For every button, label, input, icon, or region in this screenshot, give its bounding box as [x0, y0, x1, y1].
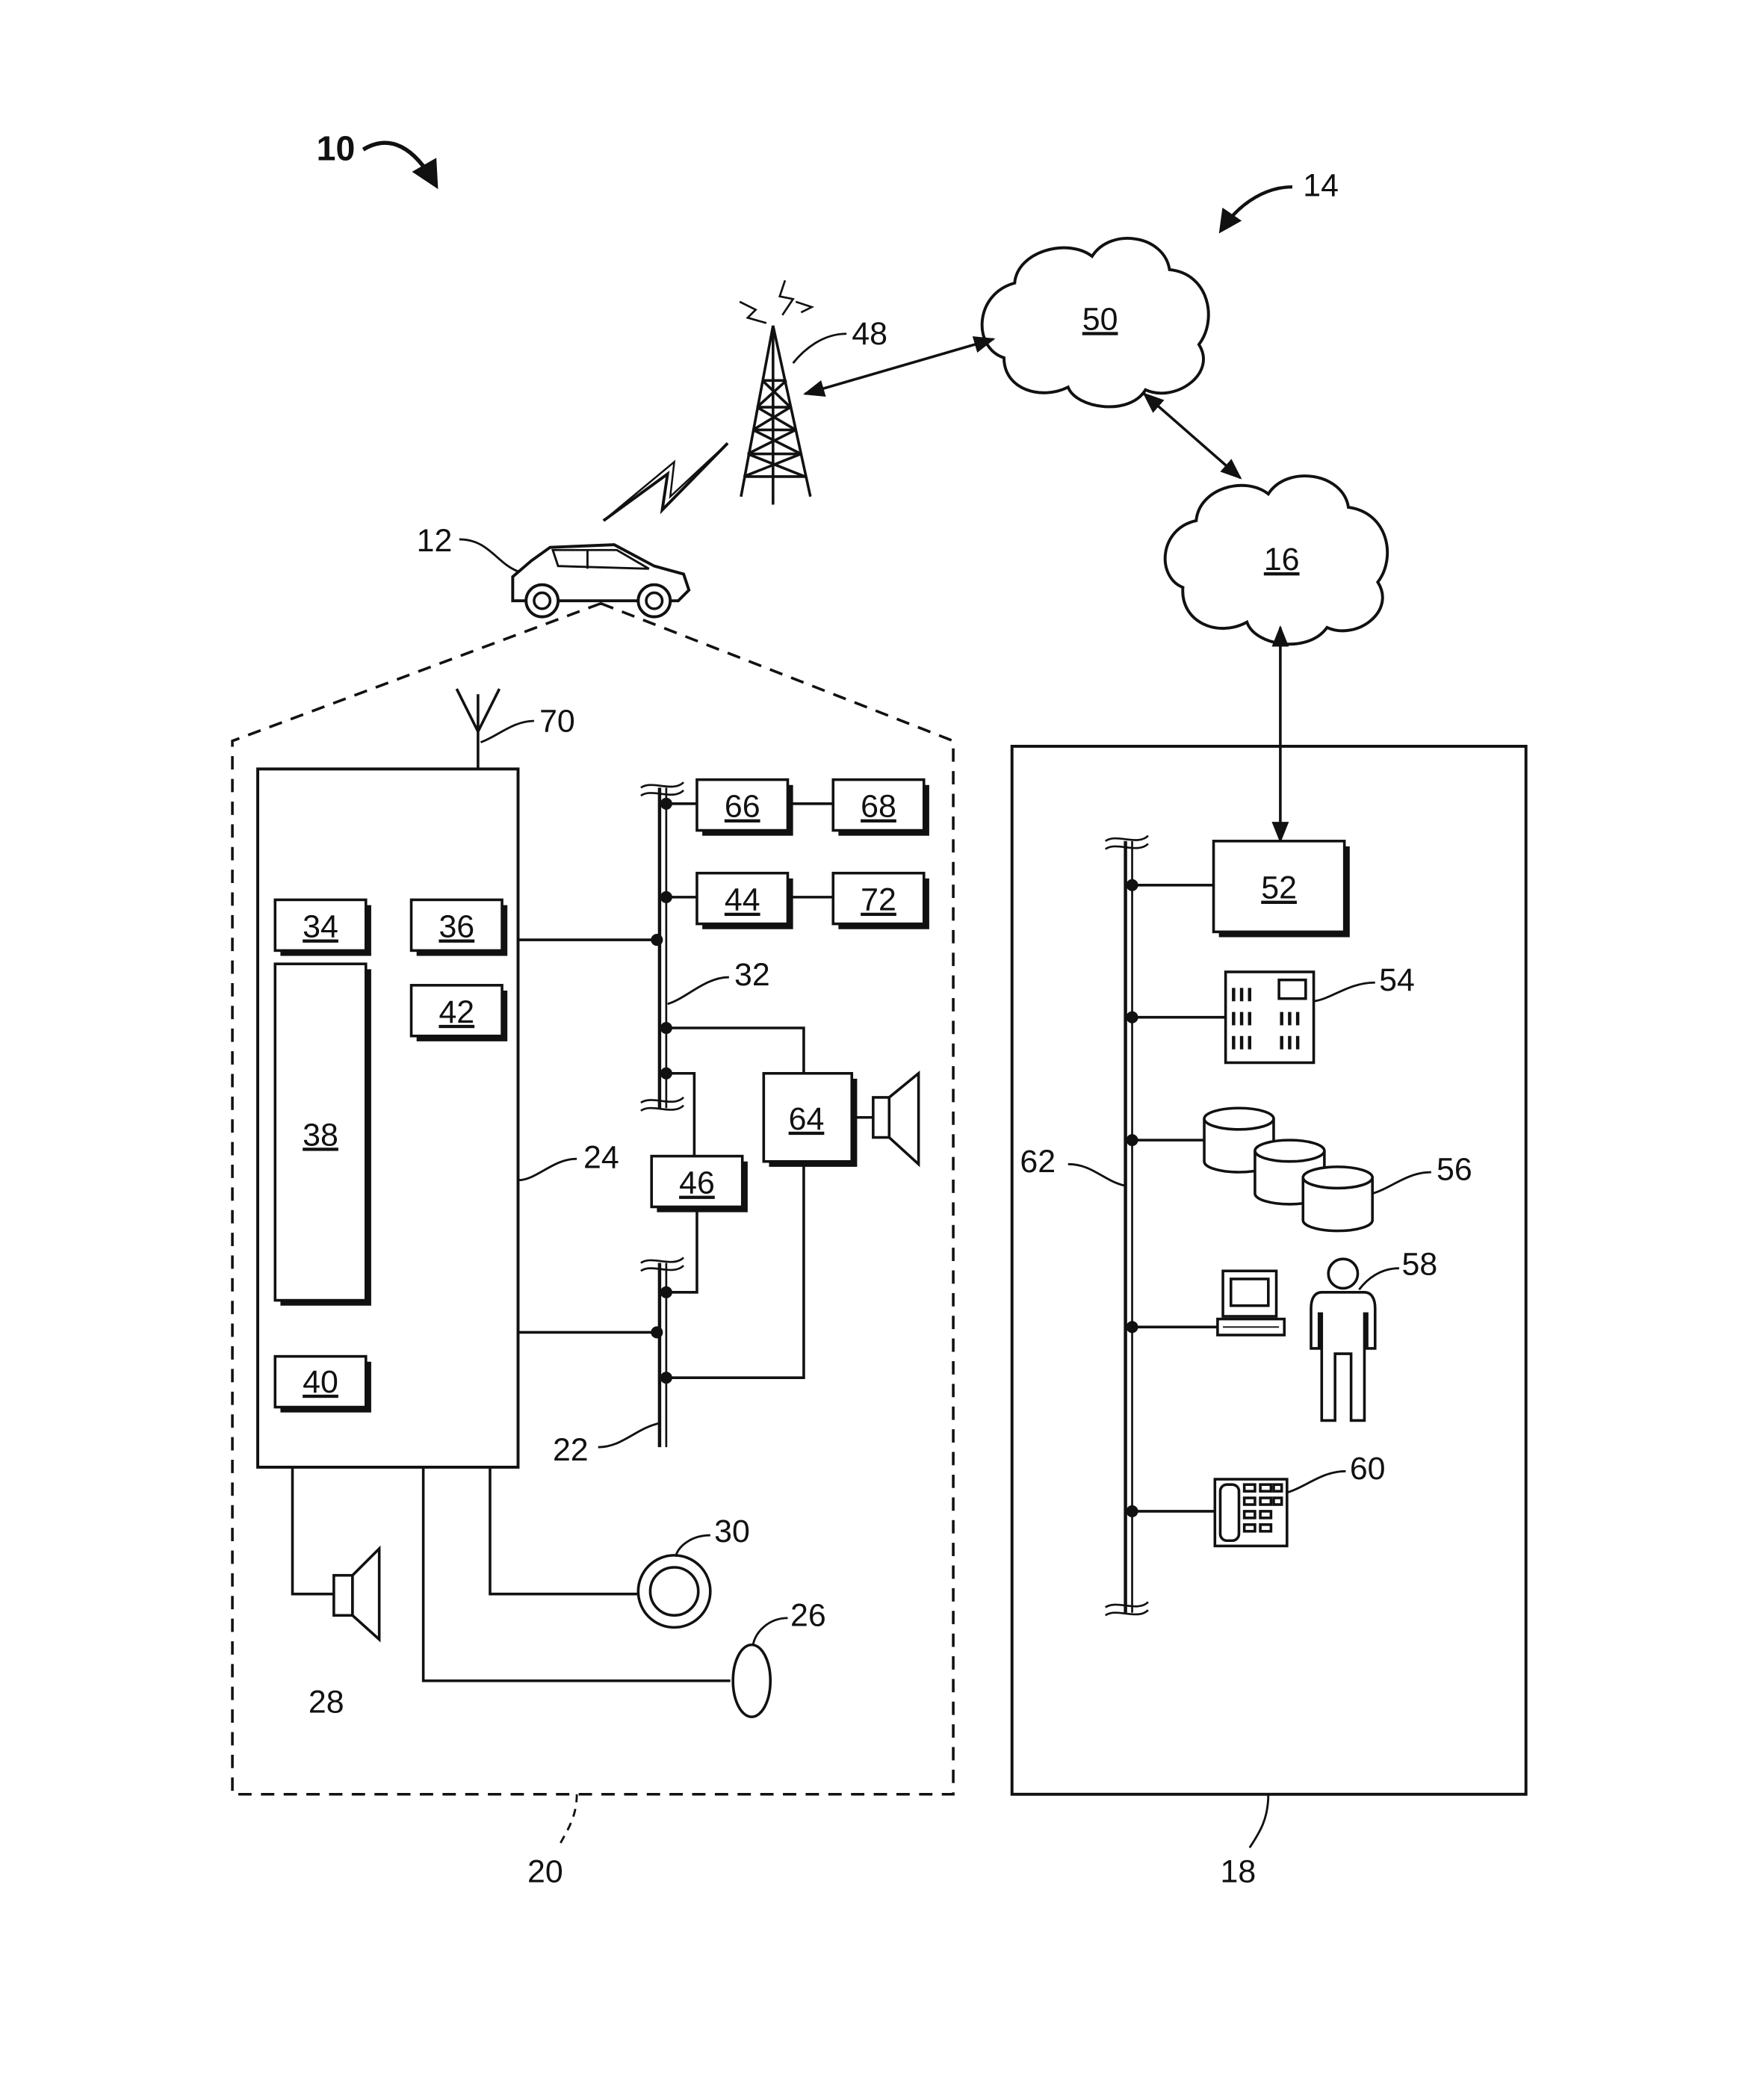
label-40: 40: [303, 1364, 338, 1400]
server-52: 52: [1214, 841, 1350, 938]
label-14: 14: [1303, 168, 1339, 204]
module-42: 42: [412, 985, 508, 1041]
speaker-28-icon: [334, 1549, 379, 1640]
label-24: 24: [583, 1140, 619, 1176]
module-36: 36: [412, 899, 508, 955]
microphone-26-icon: [733, 1645, 770, 1717]
label-64: 64: [789, 1101, 825, 1137]
label-36: 36: [439, 908, 474, 944]
label-72: 72: [861, 882, 896, 918]
antenna-70-icon: 70: [456, 689, 574, 769]
module-64: 64: [763, 1074, 857, 1167]
label-30: 30: [714, 1514, 750, 1549]
label-22: 22: [553, 1432, 589, 1468]
wireless-signal-icon: [604, 443, 728, 521]
label-60: 60: [1350, 1451, 1386, 1487]
label-16: 16: [1264, 542, 1300, 577]
label-20: 20: [527, 1854, 563, 1890]
module-34: 34: [275, 899, 371, 955]
network-62-bus: 62: [1020, 836, 1148, 1616]
speaker-64-icon: [873, 1074, 919, 1165]
module-38: 38: [275, 964, 371, 1305]
label-44: 44: [725, 882, 760, 918]
label-42: 42: [439, 994, 474, 1030]
label-32: 32: [734, 957, 770, 993]
label-58: 58: [1402, 1247, 1438, 1283]
label-62: 62: [1020, 1144, 1056, 1180]
label-54: 54: [1379, 962, 1415, 998]
module-44: 44: [697, 873, 793, 929]
phone-60-icon: [1215, 1479, 1286, 1546]
module-46: 46: [651, 1156, 748, 1212]
ref-14: 14: [1221, 168, 1339, 230]
module-66: 66: [697, 780, 793, 836]
label-28: 28: [309, 1685, 344, 1720]
cloud-16: 16: [1165, 476, 1387, 644]
label-12: 12: [417, 523, 453, 559]
label-52: 52: [1261, 870, 1297, 906]
label-50: 50: [1082, 301, 1118, 337]
cloud-50: 50: [982, 238, 1209, 406]
computer-58-icon: [1218, 1271, 1284, 1335]
module-72: 72: [833, 873, 929, 929]
vehicle-12-icon: 12: [417, 523, 690, 617]
arrow-10: [363, 143, 435, 184]
link-tower-cloud50: [805, 339, 994, 394]
figure-number-10: 10: [317, 128, 436, 184]
pushbutton-30-icon: [638, 1555, 710, 1627]
database-56-icon: [1204, 1108, 1372, 1230]
label-68: 68: [861, 789, 896, 825]
label-18: 18: [1220, 1854, 1256, 1890]
label-46: 46: [679, 1165, 715, 1201]
module-68: 68: [833, 780, 929, 836]
label-10: 10: [317, 128, 356, 167]
label-66: 66: [725, 789, 760, 825]
label-38: 38: [303, 1117, 338, 1153]
label-56: 56: [1437, 1152, 1472, 1188]
module-40: 40: [275, 1357, 371, 1413]
label-26: 26: [790, 1598, 826, 1634]
switch-54-icon: [1226, 972, 1314, 1063]
arrow-14: [1221, 187, 1292, 229]
link-cloud50-cloud16: [1144, 394, 1241, 478]
label-70: 70: [539, 703, 575, 739]
label-34: 34: [303, 908, 338, 944]
label-48: 48: [852, 316, 887, 352]
